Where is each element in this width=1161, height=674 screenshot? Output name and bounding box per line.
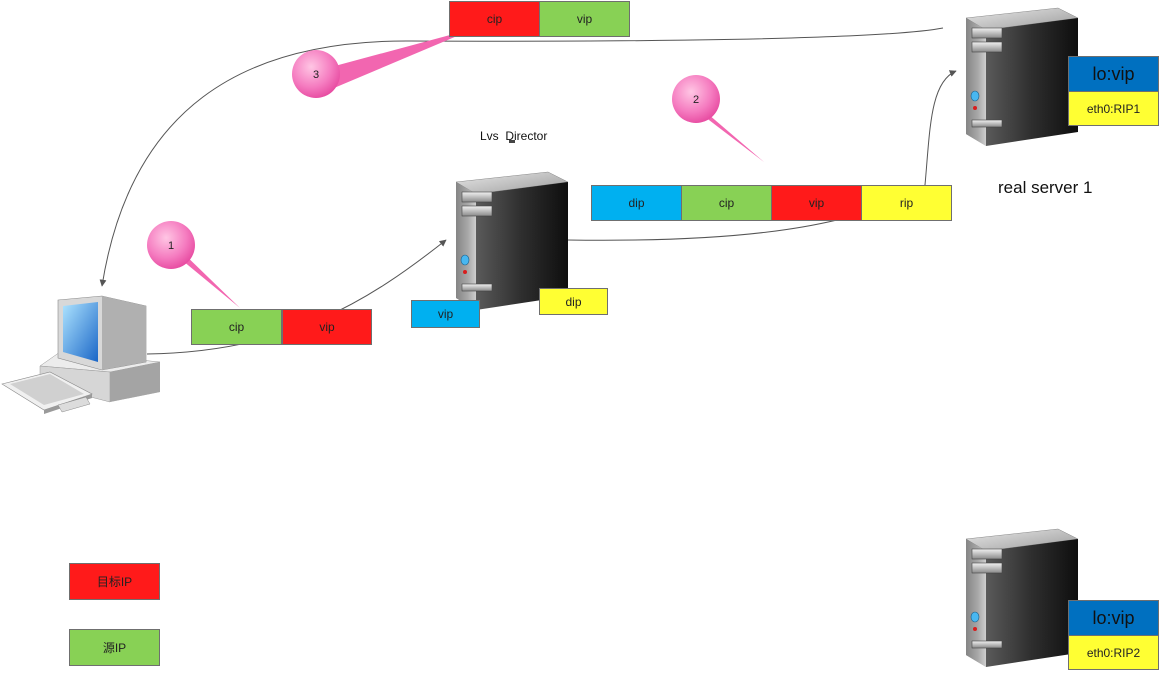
callout-2-number: 2: [693, 94, 699, 106]
real-server-1-label: real server 1: [998, 178, 1093, 197]
director-title-marker: [509, 140, 515, 143]
callout-1: 1: [147, 221, 240, 308]
packet3-dst-cell: cip: [449, 1, 540, 37]
director-title: Lvs Director: [480, 129, 548, 143]
director-dip-tag: dip: [539, 288, 608, 315]
flow-line-step3: [99, 27, 944, 287]
tower-server-icon-rs2: [965, 528, 1079, 668]
packet2-vip-cell: vip: [771, 185, 862, 221]
callout-3-number: 3: [313, 69, 319, 81]
callout-3: 3: [292, 28, 476, 98]
rs2-lo-vip-tag: lo:vip: [1068, 600, 1159, 636]
desktop-computer-icon: [1, 295, 161, 414]
rs1-eth0-tag: eth0:RIP1: [1068, 91, 1159, 126]
packet2-cip-cell: cip: [681, 185, 772, 221]
packet3-src-cell: vip: [539, 1, 630, 37]
rs2-eth0-tag: eth0:RIP2: [1068, 635, 1159, 670]
legend-dest-ip: 目标IP: [69, 563, 160, 600]
callout-2: 2: [672, 75, 764, 162]
callout-1-number: 1: [168, 240, 174, 252]
packet1-src-cell: cip: [191, 309, 282, 345]
packet2-rip-cell: rip: [861, 185, 952, 221]
legend-src-ip: 源IP: [69, 629, 160, 666]
tower-server-icon-rs1: [965, 7, 1079, 147]
packet1-dst-cell: vip: [282, 309, 372, 345]
director-vip-tag: vip: [411, 300, 480, 328]
rs1-lo-vip-tag: lo:vip: [1068, 56, 1159, 92]
packet2-dip-cell: dip: [591, 185, 682, 221]
